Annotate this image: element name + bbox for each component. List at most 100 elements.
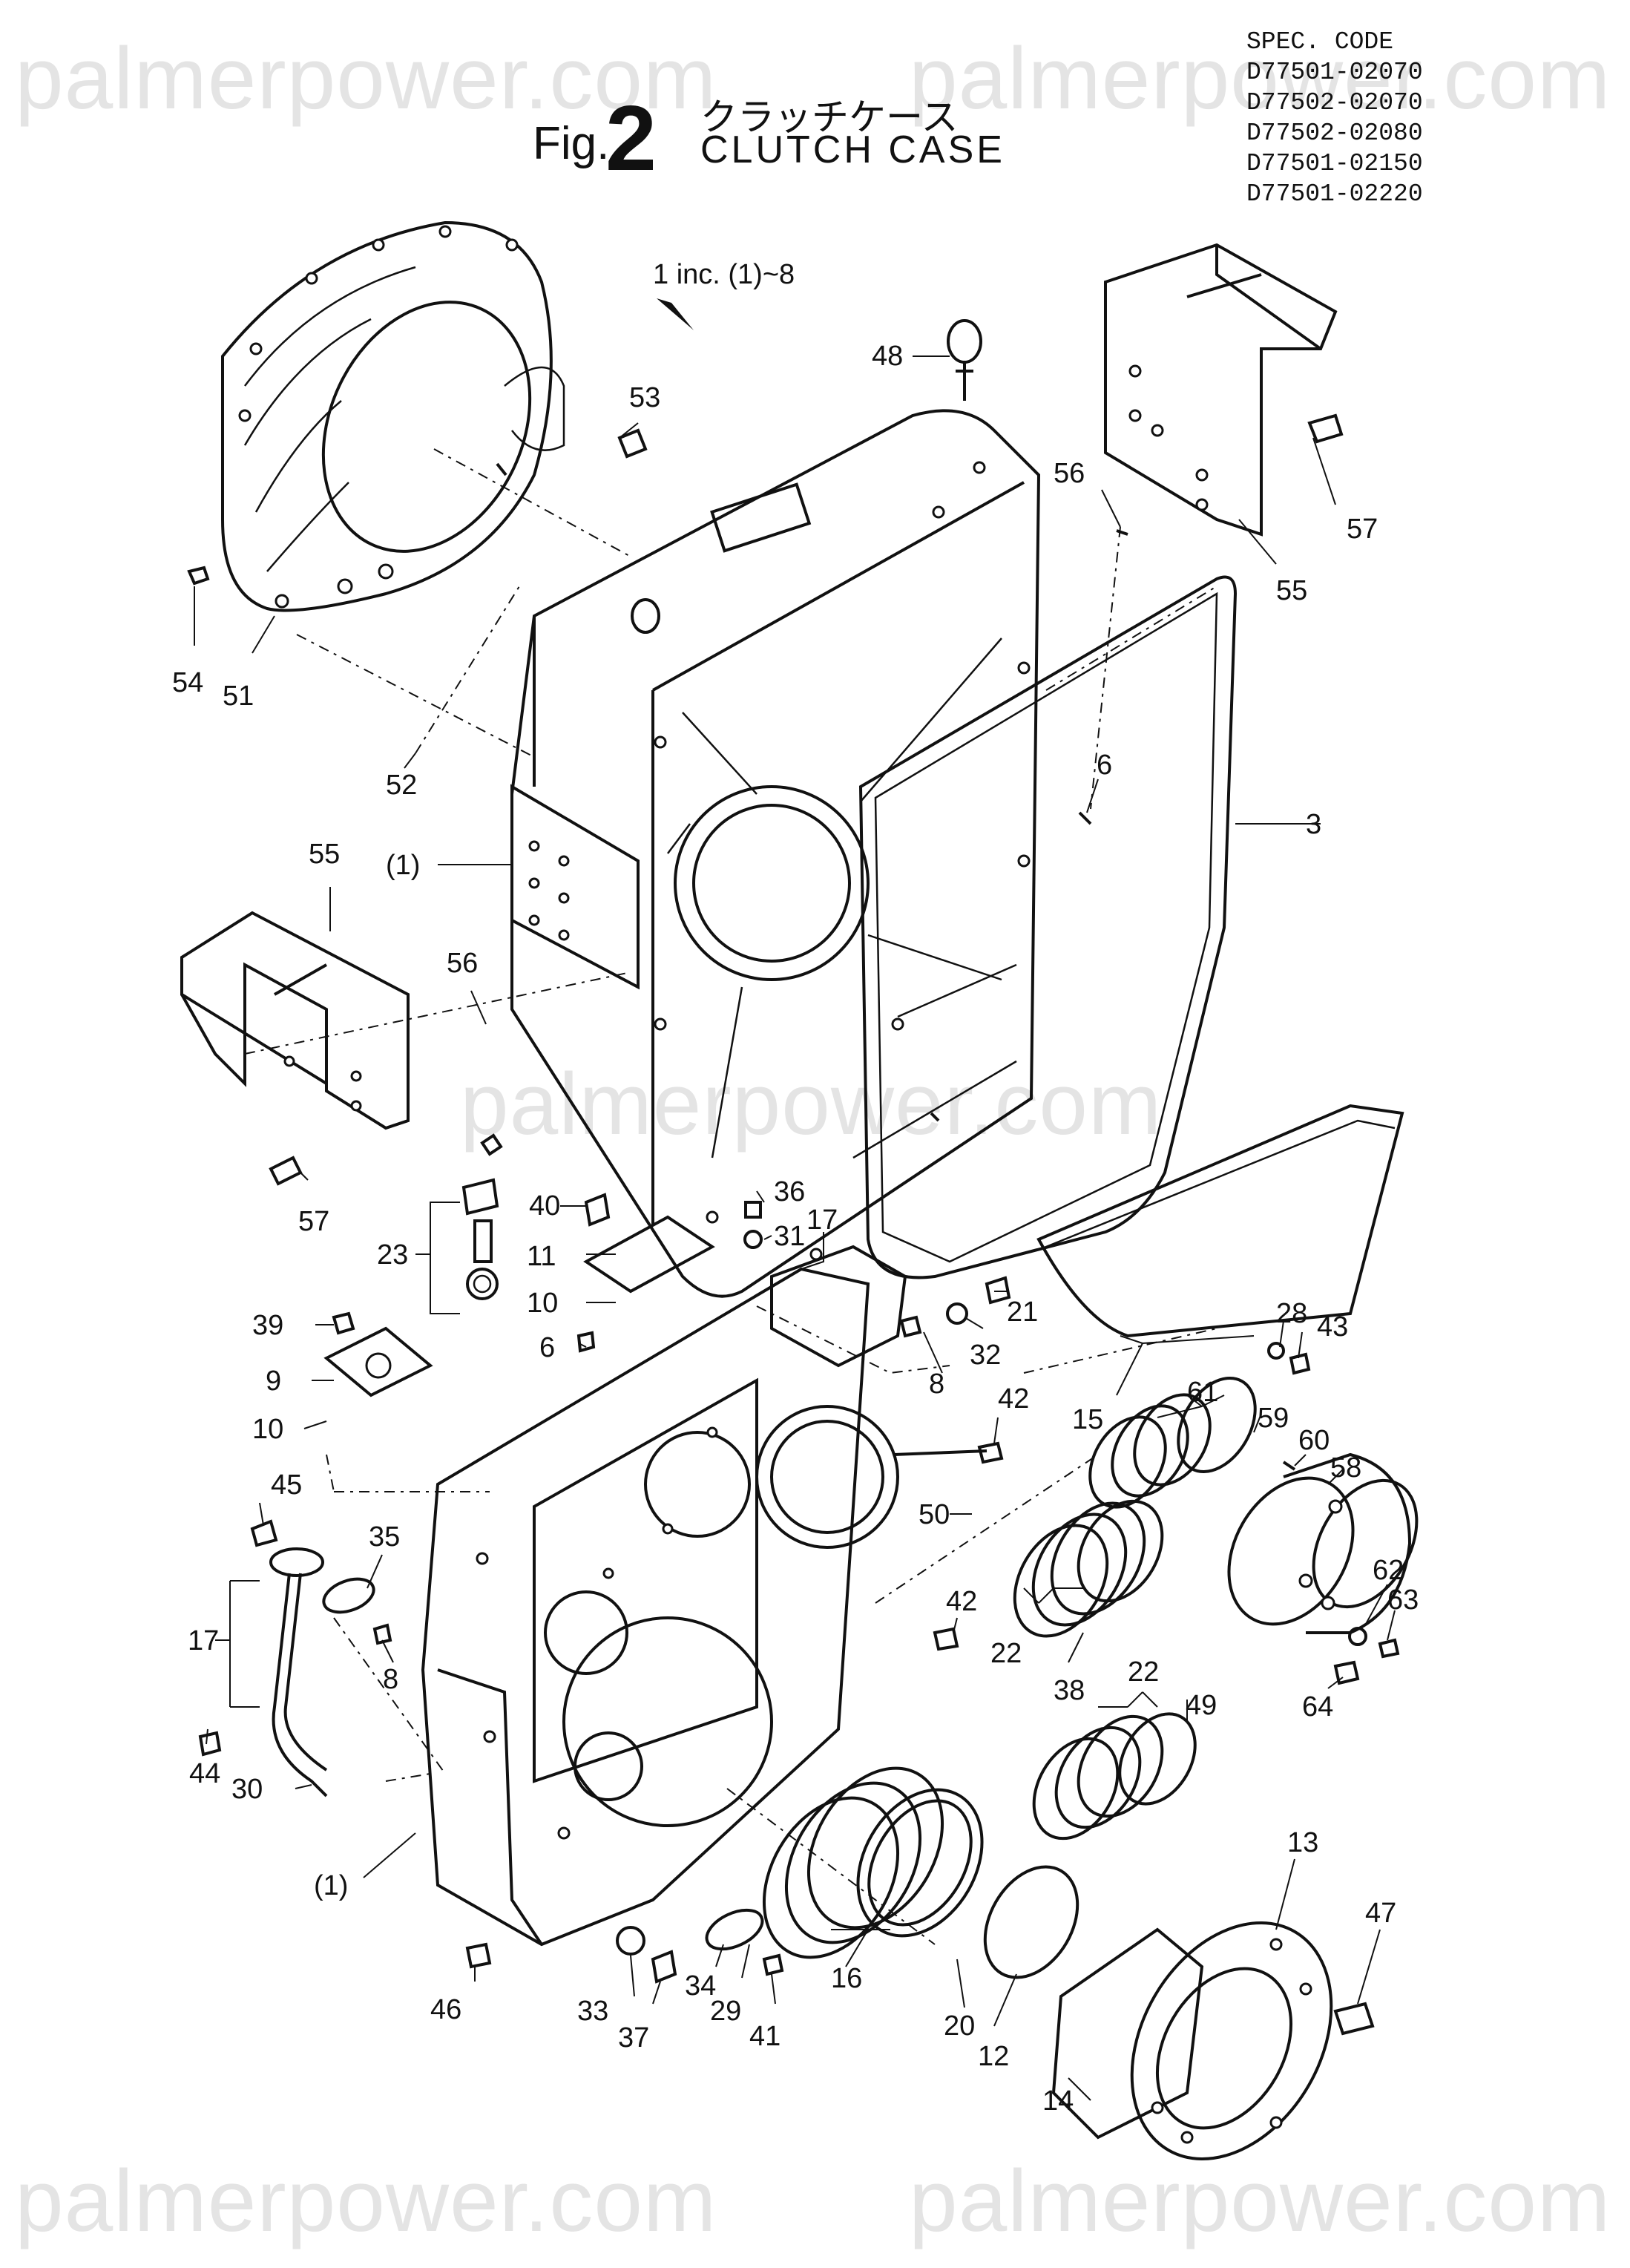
callout-55: 55 [309,839,340,870]
callout-57: 57 [298,1206,329,1237]
callout-56: 56 [447,948,478,979]
callout-38: 38 [1054,1675,1085,1706]
spec-code: D77502-02080 [1246,119,1423,147]
callout-16: 16 [831,1963,862,1994]
callout-60: 60 [1298,1425,1330,1456]
flywheel-housing [221,220,565,612]
piston-rings-set [762,1766,1079,1979]
callout-53: 53 [629,382,660,413]
callout-15: 15 [1072,1404,1103,1435]
callout-10: 10 [527,1288,558,1319]
callout-12: 12 [978,2041,1009,2072]
callout-6: 6 [539,1332,555,1363]
callout-1-case: (1) [386,850,420,881]
spec-code-block: SPEC. CODE D77501-02070 D77502-02070 D77… [1246,27,1423,209]
callout-41: 41 [749,2021,781,2052]
assembly-note: 1 inc. (1)~8 [653,259,795,290]
clutch-drum [1227,1452,1419,1634]
callout-58: 58 [1330,1452,1361,1484]
callout-1-lower: (1) [314,1870,348,1901]
callout-49: 49 [1186,1690,1217,1721]
spec-code: D77502-02070 [1246,89,1423,117]
callout-23: 23 [377,1239,408,1271]
watermark-bottom-left: palmerpower.com [15,2152,717,2250]
callout-57: 57 [1347,514,1378,545]
callout-42: 42 [946,1586,977,1617]
callout-11: 11 [527,1241,556,1272]
callout-59: 59 [1258,1403,1289,1434]
callout-10: 10 [252,1414,283,1445]
callout-64: 64 [1302,1691,1333,1723]
callout-22: 22 [990,1638,1022,1669]
callout-8: 8 [929,1369,944,1400]
callout-56: 56 [1054,458,1085,489]
spec-code-heading: SPEC. CODE [1246,28,1394,56]
callout-3: 3 [1306,809,1321,840]
callout-8: 8 [383,1664,398,1695]
figure-number: 2 [605,88,657,190]
figure-prefix: Fig. [533,118,610,169]
callout-63: 63 [1387,1584,1419,1616]
callout-17: 17 [188,1625,219,1656]
end-cover [1130,1921,1333,2160]
callout-32: 32 [970,1340,1001,1371]
callout-13: 13 [1287,1827,1318,1858]
clutch-case-body [510,319,1041,1298]
callout-20: 20 [944,2010,975,2042]
callout-54: 54 [172,667,203,698]
callout-52: 52 [386,770,417,801]
callout-9: 9 [266,1366,281,1397]
callout-29: 29 [710,1996,741,2027]
callout-17: 17 [806,1205,838,1236]
callout-50: 50 [918,1499,950,1530]
fasteners [187,413,1400,2036]
assembly-centerlines [244,448,1217,1945]
callout-39: 39 [252,1310,283,1341]
callout-37: 37 [618,2022,649,2054]
callout-51: 51 [223,681,254,712]
callout-42: 42 [998,1383,1029,1415]
cover-gasket [1051,1927,1204,2140]
callout-30: 30 [231,1774,263,1805]
watermark-top-right: palmerpower.com [909,30,1611,128]
callout-labels: 53 48 56 57 55 54 51 52 6 3 (1) 55 56 57… [172,341,1419,2117]
callout-6: 6 [1097,750,1112,781]
callout-62: 62 [1373,1555,1404,1586]
callout-47: 47 [1365,1898,1396,1929]
transmission-case-lower [323,1215,907,1947]
assembly-arrow-icon [657,298,694,330]
callout-31: 31 [774,1221,805,1252]
spec-code: D77501-02220 [1246,180,1423,208]
mounting-bracket [1104,243,1338,537]
callout-46: 46 [430,1994,461,2025]
spec-code: D77501-02150 [1246,150,1423,177]
callout-40: 40 [529,1190,560,1222]
spec-code: D77501-02070 [1246,59,1423,86]
figure-title-japanese: クラッチケース [700,96,959,139]
callout-33: 33 [577,1996,608,2027]
callout-45: 45 [271,1469,302,1501]
clutch-springs [1013,1376,1257,1841]
gasket [858,575,1238,1279]
watermark-bottom-right: palmerpower.com [909,2152,1611,2250]
mounting-bracket [180,911,410,1130]
callout-14: 14 [1042,2085,1074,2117]
callout-34: 34 [685,1970,716,2002]
callout-28: 28 [1276,1298,1307,1329]
watermark-center: palmerpower.com [460,1055,1163,1153]
oil-pipe [272,1573,328,1797]
callout-22: 22 [1128,1656,1159,1688]
callout-48: 48 [872,341,903,372]
callout-35: 35 [369,1521,400,1553]
callout-61: 61 [1187,1377,1218,1408]
leader-lines [194,355,1396,2101]
callout-36: 36 [774,1176,805,1207]
callout-43: 43 [1317,1311,1348,1343]
callout-44: 44 [189,1758,220,1789]
figure-title: CLUTCH CASE [700,128,1005,171]
callout-21: 21 [1007,1297,1038,1328]
watermark-top-left: palmerpower.com [15,30,717,128]
callout-55: 55 [1276,575,1307,606]
cover-chute [1036,1104,1404,1338]
